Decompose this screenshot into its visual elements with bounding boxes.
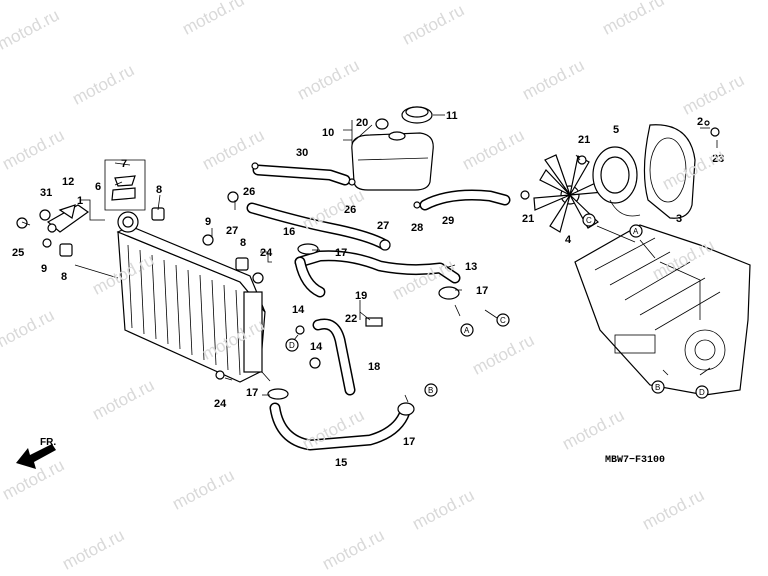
hose-29-siphon — [419, 189, 511, 211]
callout-8-left: 8 — [61, 271, 67, 283]
callout-16: 16 — [283, 226, 295, 238]
callout-10: 10 — [322, 127, 334, 139]
callout-17-left: 17 — [246, 387, 258, 399]
callout-4: 4 — [565, 234, 572, 246]
callout-22: 22 — [345, 313, 357, 325]
callout-27-left: 27 — [226, 225, 238, 237]
svg-text:D: D — [699, 388, 705, 397]
hose-16 — [246, 202, 391, 251]
svg-text:B: B — [428, 386, 433, 395]
callout-8-mount: 8 — [240, 237, 246, 249]
callout-14-lower: 14 — [310, 341, 323, 353]
callout-31: 31 — [40, 187, 52, 199]
svg-text:A: A — [464, 326, 470, 335]
callout-11: 11 — [446, 110, 458, 122]
callout-25: 25 — [12, 247, 24, 259]
callout-21-upper: 21 — [578, 134, 590, 146]
diagram-code: MBW7−F3100 — [605, 455, 665, 466]
engine-block — [574, 224, 751, 396]
callout-9-left: 9 — [41, 263, 47, 275]
callout-26-left: 26 — [243, 186, 255, 198]
ref-marker-d-engine: D — [695, 385, 709, 399]
ref-marker-a-engine: A — [629, 224, 643, 238]
callout-28: 28 — [411, 222, 423, 234]
svg-text:D: D — [289, 341, 295, 350]
callout-1: 1 — [77, 195, 83, 207]
callout-19: 19 — [355, 290, 367, 302]
fan-motor — [592, 146, 641, 217]
callout-12: 12 — [62, 176, 74, 188]
radiator-bracket — [46, 204, 90, 233]
svg-text:C: C — [586, 216, 592, 225]
callout-7: 7 — [121, 158, 127, 170]
callout-8-upper: 8 — [156, 184, 162, 196]
ref-marker-b-hose: B — [424, 383, 438, 397]
callout-3: 3 — [676, 213, 682, 225]
ref-marker-b-engine: B — [651, 380, 665, 394]
callout-17-right: 17 — [476, 285, 488, 297]
callout-5: 5 — [613, 124, 619, 136]
front-direction-arrow: FR. — [16, 437, 56, 469]
callout-14-upper: 14 — [292, 304, 305, 316]
fan-shroud — [643, 124, 696, 219]
callout-29: 29 — [442, 215, 454, 227]
callout-13: 13 — [465, 261, 477, 273]
callout-17-upper: 17 — [335, 247, 347, 259]
ref-marker-d-hose: D — [285, 338, 299, 352]
hose-15-lower — [269, 402, 411, 451]
radiator — [116, 211, 266, 383]
svg-text:A: A — [633, 227, 639, 236]
callout-9-mid: 9 — [205, 216, 211, 228]
svg-text:C: C — [500, 316, 506, 325]
ref-marker-c-hose: C — [496, 313, 510, 327]
callout-23: 23 — [712, 153, 724, 165]
callout-21-lower: 21 — [522, 213, 534, 225]
small-fasteners — [16, 120, 720, 416]
radiator-cap-detail — [104, 159, 146, 211]
ref-marker-c-engine: C — [582, 213, 596, 227]
callout-30: 30 — [296, 147, 308, 159]
fr-label: FR. — [40, 437, 56, 448]
hose-13-upper — [294, 250, 461, 298]
ref-marker-a-hose: A — [460, 323, 474, 337]
callout-6: 6 — [95, 181, 101, 193]
callout-24-lower: 24 — [214, 398, 227, 410]
reserve-tank — [351, 106, 434, 191]
callout-24-mid: 24 — [260, 247, 273, 259]
reference-markers: A A B B C C D D — [285, 213, 709, 399]
callout-17-bottom: 17 — [403, 436, 415, 448]
svg-text:B: B — [655, 383, 660, 392]
callout-15: 15 — [335, 457, 347, 469]
callout-2: 2 — [697, 116, 703, 128]
callouts: 1 2 3 4 5 6 7 8 8 8 9 9 11 12 13 14 14 1… — [12, 110, 724, 469]
callout-20: 20 — [356, 117, 368, 129]
callout-27-right: 27 — [377, 220, 389, 232]
hose-30-overflow — [252, 164, 351, 186]
callout-18: 18 — [368, 361, 380, 373]
hose-18 — [312, 318, 356, 396]
callout-26-right: 26 — [344, 204, 356, 216]
